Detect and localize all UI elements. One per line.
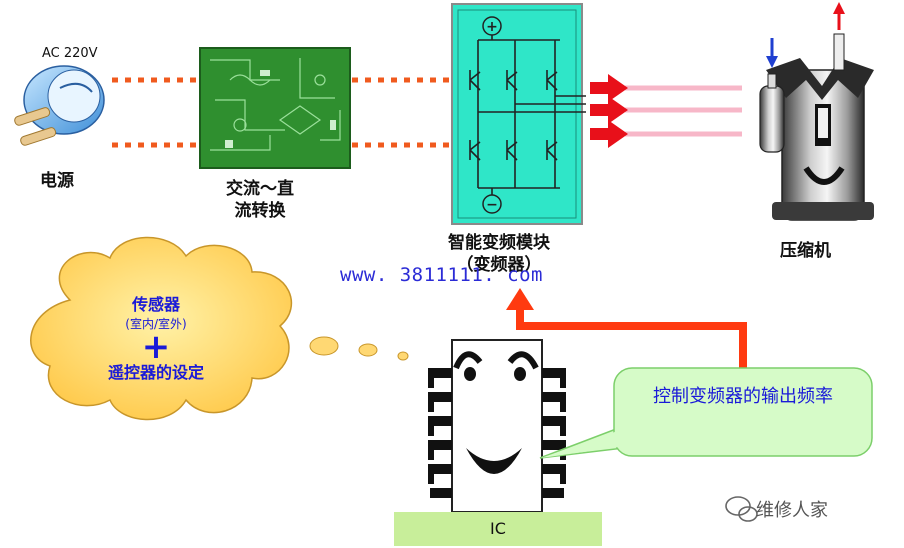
cloud-plus: + [141,327,171,367]
pcb-board-icon [199,47,351,169]
minus-terminal-icon [482,194,502,214]
ic-chip-face-icon [428,339,566,513]
ipm-label-line1: 智能变频模块 [448,233,550,253]
ac-voltage-label: AC 220V [42,46,98,61]
wechat-icon [725,496,758,522]
compressor-label: 压缩机 [780,241,831,261]
plug-icon [14,65,105,146]
control-arrow [506,288,747,368]
cloud-line-location: (室内/室外) [125,317,187,331]
igbt-module-icon: + − [451,3,586,225]
ac-dc-label: 交流～直 流转换 [226,178,294,222]
plus-terminal-icon [482,16,502,36]
bubble-text: 控制变频器的输出频率 [653,386,833,407]
cloud-line-remote: 遥控器的设定 [107,363,204,382]
thought-cloud [30,236,409,421]
minus-terminal-sign: − [486,197,498,213]
power-source-label: 电源 [40,171,74,191]
cloud-text: 传感器 (室内/室外) + 遥控器的设定 [58,294,254,384]
cloud-line-sensor: 传感器 [131,295,180,314]
speech-bubble [539,367,873,459]
ipm-label: 智能变频模块 （变频器） [448,232,550,276]
ipm-label-line2: （变频器） [456,255,542,275]
ac-dc-label-line2: 流转换 [234,201,286,221]
output-arrows [590,74,742,148]
plus-terminal-sign: + [486,19,498,35]
ic-label: IC [394,512,602,546]
compressor-face-icon [759,2,874,221]
ac-dc-label-line1: 交流～直 [226,179,294,199]
website-watermark: www. 3811111. com [340,264,543,286]
brand-watermark: 维修人家 [756,500,828,521]
power-wires [112,77,452,148]
